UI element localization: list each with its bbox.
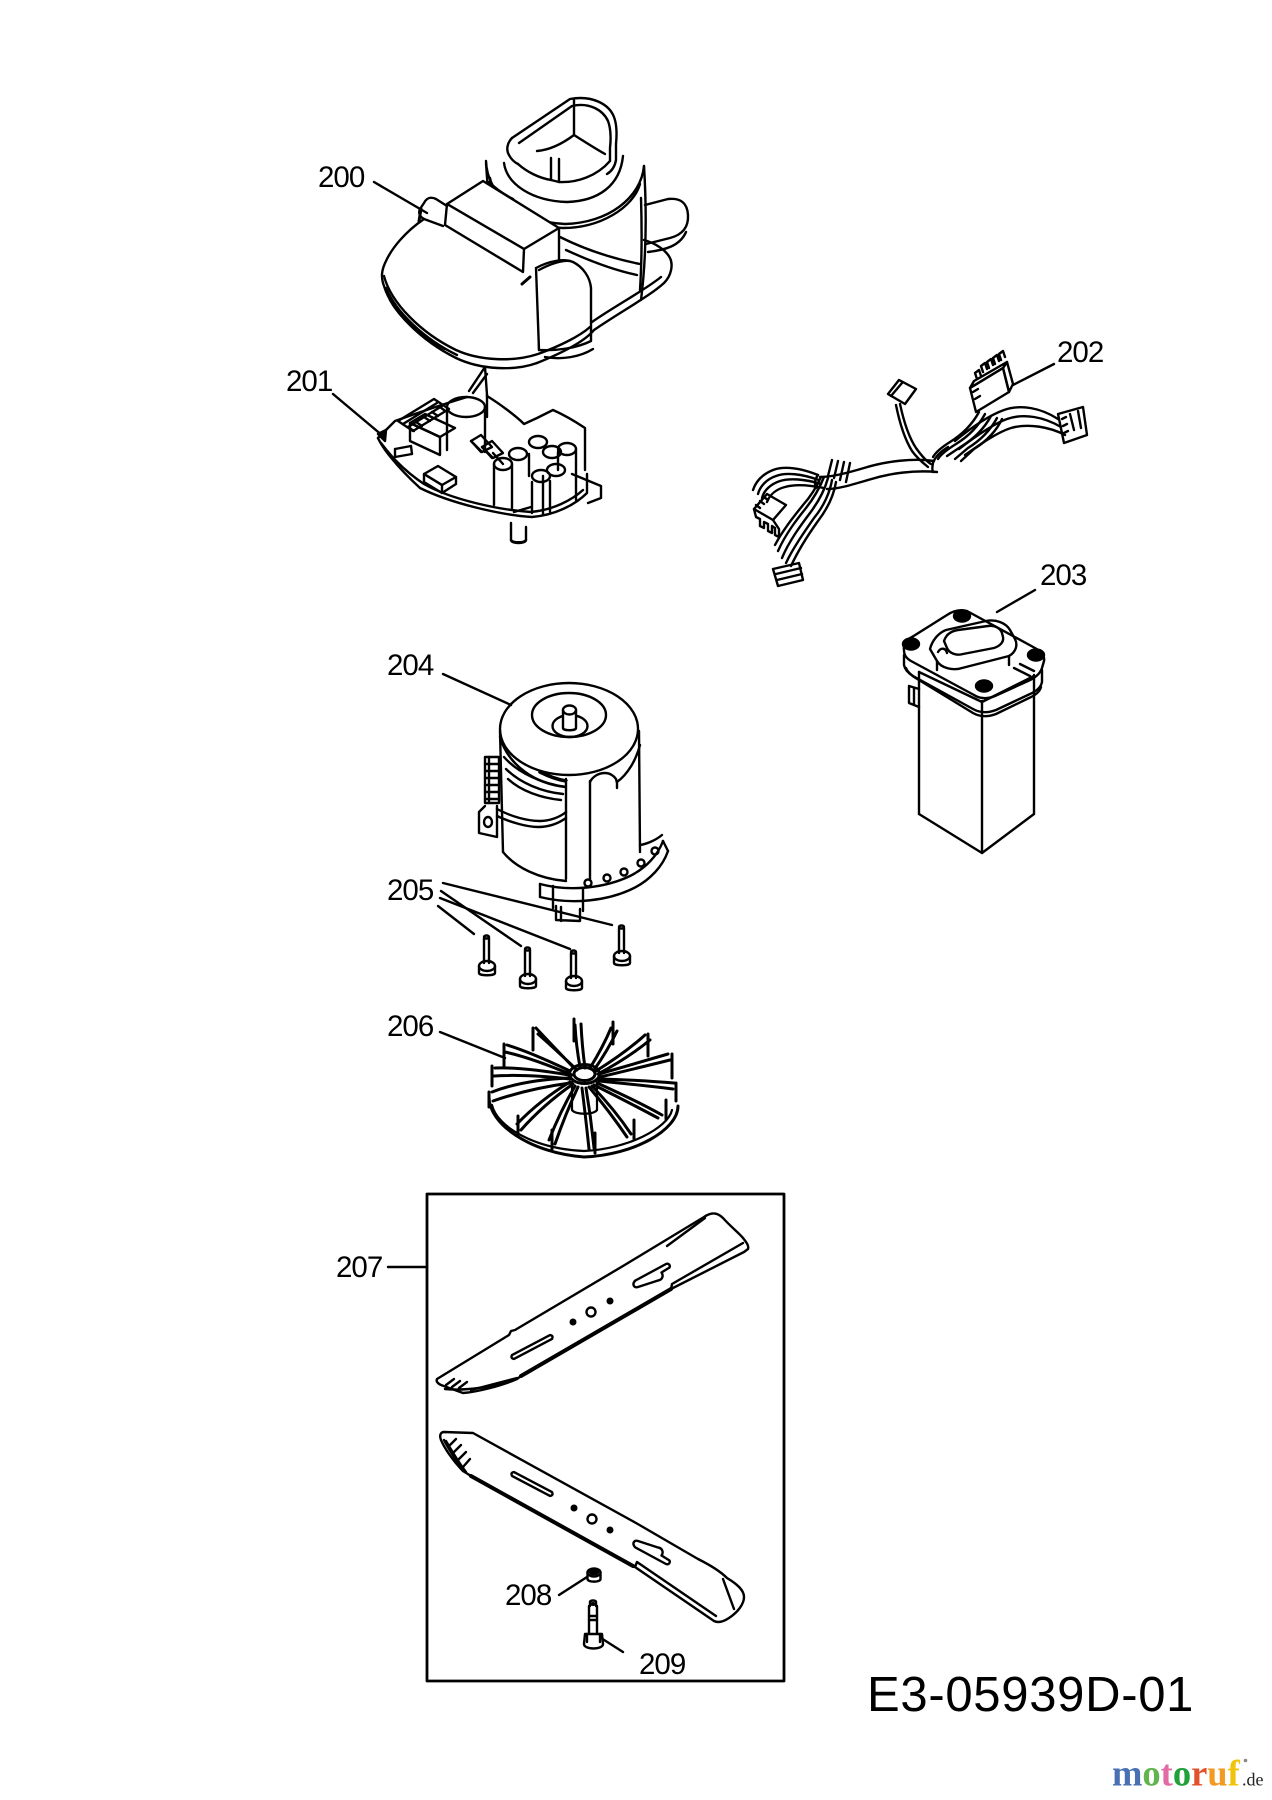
svg-text:207: 207 <box>336 1251 382 1284</box>
svg-text:E3-05939D-01: E3-05939D-01 <box>867 1668 1194 1722</box>
svg-text:209: 209 <box>639 1648 686 1681</box>
svg-text:204: 204 <box>387 649 434 682</box>
svg-text:208: 208 <box>505 1579 552 1612</box>
svg-text:203: 203 <box>1040 559 1087 592</box>
svg-text:201: 201 <box>286 365 332 398</box>
svg-text:motoruf: motoruf <box>1112 1753 1241 1794</box>
svg-text:206: 206 <box>387 1010 434 1043</box>
svg-text:200: 200 <box>318 161 365 194</box>
svg-text:202: 202 <box>1057 336 1103 369</box>
svg-text:205: 205 <box>387 874 434 907</box>
svg-text:.de: .de <box>1242 1770 1264 1790</box>
